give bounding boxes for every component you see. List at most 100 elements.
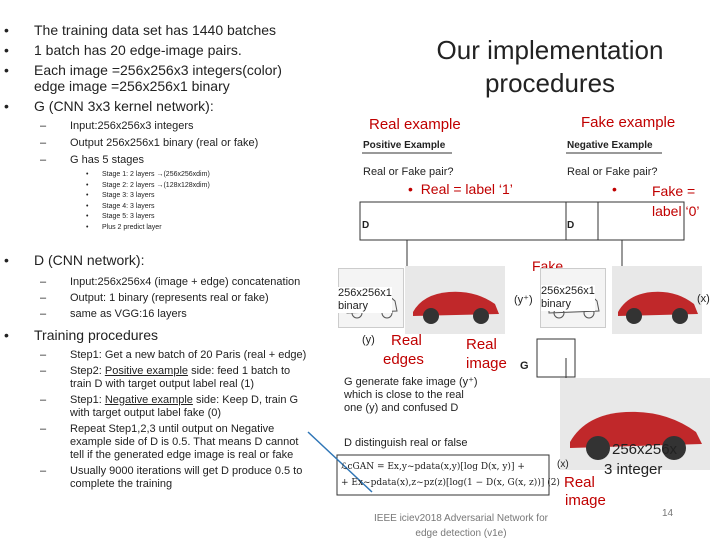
training-step: Step2: Positive example side: feed 1 bat… — [70, 365, 291, 377]
size-right: 256x256x1 binary — [541, 285, 595, 311]
bullet-item: •G (CNN 3x3 kernel network): — [4, 98, 214, 114]
g-description: G generate fake image (y⁺) which is clos… — [344, 376, 478, 415]
pointer-line — [307, 431, 373, 493]
size-line: binary — [338, 300, 368, 312]
real-edges-line: Real — [391, 332, 422, 349]
d-sub-item: Output: 1 binary (represents real or fak… — [70, 292, 269, 304]
formula-line: ℒcGAN = Εx,y~pdata(x,y)[log D(x, y)] + — [341, 462, 525, 472]
size-256-line: 256x256x — [612, 441, 678, 458]
g-description-line: which is close to the real — [344, 389, 464, 401]
g-description-line: G generate fake image (y⁺) — [344, 376, 478, 388]
left-column: •The training data set has 1440 batches … — [4, 22, 334, 234]
training-heading-text: Training procedures — [34, 327, 158, 343]
bullet-text: G (CNN 3x3 kernel network): — [34, 98, 214, 114]
size-line: 256x256x1 — [541, 285, 595, 297]
d-box-left — [359, 201, 599, 241]
positive-example-title: Positive Example — [363, 140, 446, 151]
training-step-cont: with target output label fake (0) — [70, 407, 222, 419]
g-stages-list: •Stage 1: 2 layers →(256x256xdim) •Stage… — [4, 170, 334, 234]
fake-label-line: Fake = — [652, 183, 696, 199]
training-heading: •Training procedures — [4, 327, 158, 343]
real-edges-line: edges — [383, 351, 424, 368]
x-right-label: (x) — [697, 293, 710, 305]
g-sub-item: Output 256x256x1 binary (real or fake) — [70, 137, 259, 149]
real-example-label: Real example — [369, 116, 461, 133]
footer: IEEE iciev2018 Adversarial Network for e… — [366, 511, 556, 541]
training-step: Step1: Get a new batch of 20 Paris (real… — [70, 349, 307, 361]
g-stage-item: Stage 3: 3 layers — [102, 192, 155, 200]
d-heading: •D (CNN network): — [4, 252, 145, 268]
real-image-line: image — [466, 355, 507, 372]
training-sublist: –Step1: Get a new batch of 20 Paris (rea… — [40, 349, 307, 490]
car-image-left — [405, 266, 505, 334]
real-image-bottom: Real image — [564, 474, 606, 510]
formula-line: + Εx~pdata(x),z~pz(z)[log(1 − D(x, G(x, … — [341, 478, 560, 488]
real-label: • Real = label ‘1’ — [408, 181, 513, 197]
bullet-text: Each image =256x256x3 integers(color) — [34, 62, 282, 78]
bullet-item: •The training data set has 1440 batches — [4, 22, 277, 38]
y-left-label: (y) — [362, 334, 375, 346]
d-distinguish: D distinguish real or false — [344, 437, 468, 449]
formula-box — [336, 454, 550, 496]
real-or-fake-pair-right: Real or Fake pair? — [567, 166, 658, 178]
bullet-text: 1 batch has 20 edge-image pairs. — [34, 42, 242, 58]
d-letter-left: D — [362, 220, 370, 231]
red-car-icon — [618, 291, 698, 324]
training-step-cont: example side of D is 0.5. That means D c… — [70, 436, 299, 448]
training-step: Usually 9000 iterations will get D produ… — [70, 465, 303, 477]
y-plus-label: (y⁺) — [514, 294, 533, 306]
slide-title: Our implementation procedures — [390, 34, 710, 100]
fake-label-bullet: • — [612, 181, 617, 197]
size-left: 256x256x1 binary — [338, 287, 392, 313]
bullet-text: The training data set has 1440 batches — [34, 22, 277, 38]
d-sub-item: same as VGG:16 layers — [70, 308, 187, 320]
title-line: Our implementation — [436, 35, 664, 65]
bullet-item: •Each image =256x256x3 integers(color) — [4, 62, 282, 78]
negative-example-title: Negative Example — [567, 140, 653, 151]
g-stage-item: Stage 1: 2 layers →(256x256xdim) — [102, 171, 210, 178]
size-256-label: 256x256x 3 integer — [604, 440, 677, 480]
d-sub-item: Input:256x256x4 (image + edge) concatena… — [70, 276, 301, 288]
g-letter: G — [520, 360, 529, 372]
bullet-item: edge image =256x256x1 binary — [4, 78, 334, 94]
fake-label: Fake = label ‘0’ — [652, 181, 699, 221]
g-stage-item: Stage 5: 3 layers — [102, 213, 155, 221]
formula: ℒcGAN = Εx,y~pdata(x,y)[log D(x, y)] + +… — [341, 459, 560, 491]
real-image-line: Real — [466, 336, 497, 353]
real-image-label: Real image — [466, 335, 507, 373]
real-edges-label: Real edges — [383, 331, 424, 369]
size-line: 256x256x1 — [338, 287, 392, 299]
g-box — [536, 338, 576, 378]
real-image-bottom-line: Real — [564, 474, 595, 491]
g-stage-item: Stage 4: 3 layers — [102, 202, 155, 210]
footer-line: IEEE iciev2018 Adversarial Network for — [374, 513, 548, 524]
training-step-cont: tell if the generated edge image is real… — [70, 449, 294, 461]
footer-line: edge detection (v1e) — [415, 528, 507, 539]
g-stage-item: Stage 2: 2 layers →(128x128xdim) — [102, 181, 210, 189]
bullet-item: •1 batch has 20 edge-image pairs. — [4, 42, 242, 58]
d-letter-right: D — [567, 220, 575, 231]
title-line: procedures — [484, 68, 616, 98]
d-heading-text: D (CNN network): — [34, 252, 145, 268]
real-image-bottom-line: image — [565, 492, 606, 509]
training-step: Repeat Step1,2,3 until output on Negativ… — [70, 423, 275, 435]
d-box-right — [565, 201, 685, 241]
red-car-icon — [570, 411, 702, 460]
g-sub-item: G has 5 stages — [70, 154, 144, 166]
g-description-line: one (y) and confused D — [344, 402, 459, 414]
x-small-label: (x) — [557, 459, 569, 470]
size-line: binary — [541, 298, 571, 310]
training-step-cont: complete the training — [70, 478, 173, 490]
size-256-line: 3 integer — [604, 461, 663, 478]
red-car-icon — [413, 291, 499, 324]
g-sublist: –Input:256x256x3 integers –Output 256x25… — [40, 120, 259, 166]
car-image-right — [612, 266, 702, 334]
page-number: 14 — [662, 508, 674, 519]
real-label-text: Real = label ‘1’ — [420, 181, 513, 197]
fake-example-label: Fake example — [581, 114, 676, 131]
g-sub-item: Input:256x256x3 integers — [70, 120, 194, 132]
d-sublist: –Input:256x256x4 (image + edge) concaten… — [40, 276, 301, 320]
car-image-bottom — [560, 378, 710, 470]
bullet-text: edge image =256x256x1 binary — [34, 78, 230, 94]
